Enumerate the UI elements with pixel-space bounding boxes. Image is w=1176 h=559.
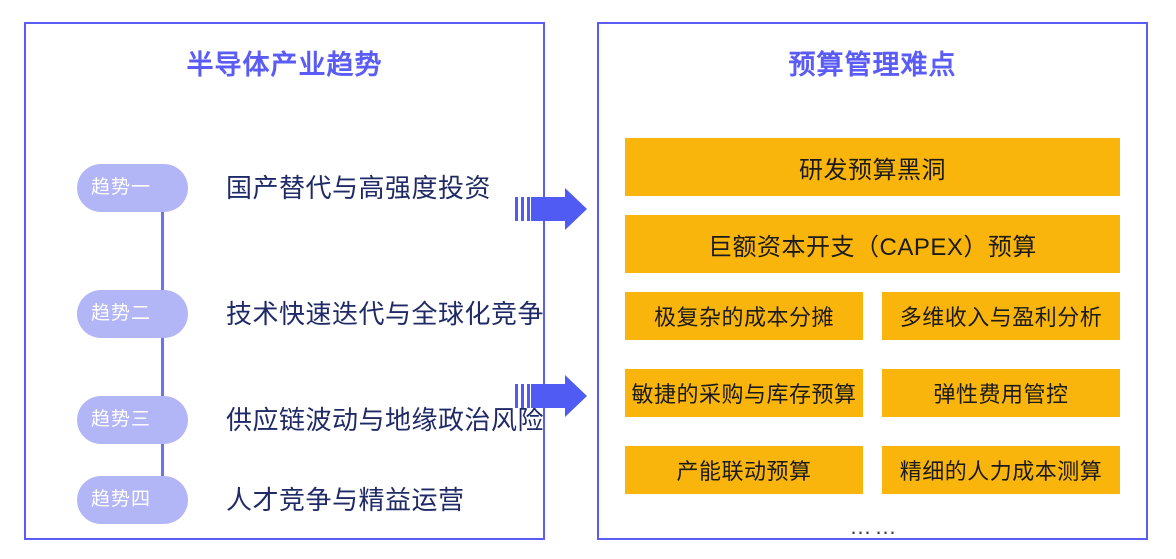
arrow-tick bbox=[515, 384, 518, 408]
trend-badge-4: 趋势四 bbox=[77, 476, 224, 524]
arrow-head bbox=[565, 375, 587, 417]
pain-box-flexible-expense[interactable]: 弹性费用管控 bbox=[882, 369, 1120, 417]
trend-badge-1: 趋势一 bbox=[77, 164, 224, 212]
pain-box-revenue-profit[interactable]: 多维收入与盈利分析 bbox=[882, 292, 1120, 340]
trend-label-1: 国产替代与高强度投资 bbox=[226, 173, 492, 203]
pain-box-procurement-inventory[interactable]: 敏捷的采购与库存预算 bbox=[625, 369, 863, 417]
left-panel-title: 半导体产业趋势 bbox=[186, 50, 383, 80]
arrow-tick bbox=[527, 384, 530, 408]
trend-node-dot-3 bbox=[202, 409, 224, 431]
trend-node-dot-4 bbox=[202, 489, 224, 511]
trend-label-4: 人才竞争与精益运营 bbox=[226, 485, 465, 515]
trend-badge-label-1: 趋势一 bbox=[91, 177, 152, 198]
pain-box-cost-allocation[interactable]: 极复杂的成本分摊 bbox=[625, 292, 863, 340]
arrow-tail bbox=[531, 197, 569, 221]
trend-list: 趋势一 国产替代与高强度投资 趋势二 技术快速迭代与全球化竞争 趋势三 供应链波… bbox=[26, 24, 547, 542]
pain-box-rd-budget[interactable]: 研发预算黑洞 bbox=[625, 138, 1120, 196]
more-items-ellipsis: …… bbox=[849, 514, 900, 539]
pain-box-capacity-budget[interactable]: 产能联动预算 bbox=[625, 446, 863, 494]
arrow-tail bbox=[531, 384, 569, 408]
arrow-tick bbox=[515, 197, 518, 221]
trend-label-2: 技术快速迭代与全球化竞争 bbox=[226, 299, 545, 329]
trend-node-dot-1 bbox=[202, 177, 224, 199]
arrow-tick bbox=[521, 384, 524, 408]
right-arrow-icon-top bbox=[513, 188, 587, 230]
trend-badge-2: 趋势二 bbox=[77, 290, 224, 338]
right-arrow-icon-bottom bbox=[513, 375, 587, 417]
trend-label-3: 供应链波动与地缘政治风险 bbox=[226, 405, 545, 435]
pain-box-labor-cost[interactable]: 精细的人力成本测算 bbox=[882, 446, 1120, 494]
trend-node-dot-2 bbox=[202, 303, 224, 325]
budget-pain-points-panel: 预算管理难点 研发预算黑洞 巨额资本开支（CAPEX）预算 极复杂的成本分摊 多… bbox=[597, 22, 1148, 540]
right-panel-title: 预算管理难点 bbox=[788, 50, 957, 80]
arrow-tick bbox=[521, 197, 524, 221]
trend-badge-label-4: 趋势四 bbox=[91, 489, 152, 510]
semiconductor-trends-panel: 半导体产业趋势 趋势一 国产替代与高强度投资 趋势二 技术快速迭代与全球化竞争 bbox=[24, 22, 545, 540]
pain-point-group: 研发预算黑洞 巨额资本开支（CAPEX）预算 极复杂的成本分摊 多维收入与盈利分… bbox=[599, 24, 1150, 542]
trend-badge-label-3: 趋势三 bbox=[91, 409, 152, 430]
trend-badge-label-2: 趋势二 bbox=[91, 303, 152, 324]
arrow-head bbox=[565, 188, 587, 230]
arrow-tick bbox=[527, 197, 530, 221]
trend-badge-3: 趋势三 bbox=[77, 396, 224, 444]
pain-box-capex[interactable]: 巨额资本开支（CAPEX）预算 bbox=[625, 215, 1120, 273]
